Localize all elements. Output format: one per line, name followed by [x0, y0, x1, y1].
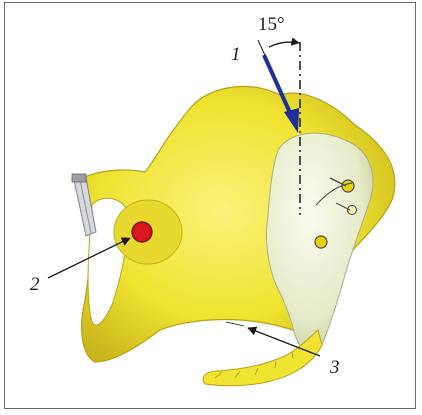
- callout-label-2: 2: [30, 274, 40, 295]
- angle-label: 15°: [258, 14, 285, 35]
- callout-label-1: 1: [231, 44, 241, 65]
- marker-point: [132, 222, 152, 242]
- screw-head-lower: [315, 236, 327, 248]
- callout-label-3: 3: [329, 357, 340, 378]
- angle-arc: [269, 42, 299, 47]
